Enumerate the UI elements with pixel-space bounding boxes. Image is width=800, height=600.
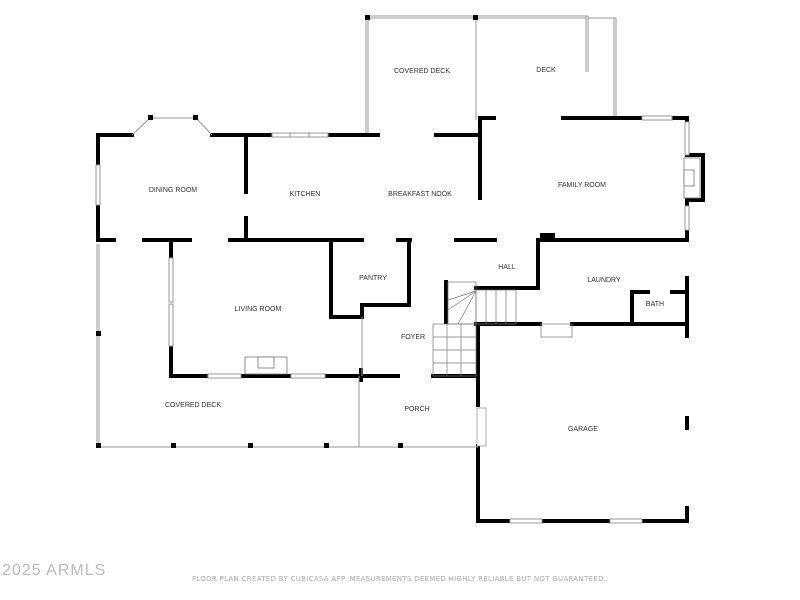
room-label-bath: BATH xyxy=(646,301,664,308)
room-label-dining-room: DINING ROOM xyxy=(149,187,197,194)
disclaimer-text: FLOOR PLAN CREATED BY CUBICASA APP. MEAS… xyxy=(192,575,607,583)
walls xyxy=(96,116,705,523)
room-label-garage: GARAGE xyxy=(568,426,598,433)
room-label-covered-deck-bottom: COVERED DECK xyxy=(165,402,221,409)
room-labels: COVERED DECK DECK DINING ROOM KITCHEN BR… xyxy=(149,67,664,433)
lower-deck-outline xyxy=(96,244,487,448)
room-label-kitchen: KITCHEN xyxy=(290,191,321,198)
copyright-watermark: 2025 ARMLS xyxy=(2,562,107,579)
room-label-covered-deck-top: COVERED DECK xyxy=(394,68,450,75)
room-label-pantry: PANTRY xyxy=(359,275,387,282)
room-label-deck: DECK xyxy=(536,67,556,74)
room-label-living-room: LIVING ROOM xyxy=(235,306,282,313)
room-label-porch: PORCH xyxy=(404,406,429,413)
stairs xyxy=(432,281,573,377)
top-deck-outline xyxy=(365,15,617,133)
room-label-foyer: FOYER xyxy=(401,334,425,341)
fireplaces xyxy=(244,157,701,375)
room-label-laundry: LAUNDRY xyxy=(587,277,621,284)
room-label-hall: HALL xyxy=(498,264,516,271)
room-label-breakfast-nook: BREAKFAST NOOK xyxy=(388,191,452,198)
windows xyxy=(95,115,690,524)
room-label-family-room: FAMILY ROOM xyxy=(558,182,606,189)
